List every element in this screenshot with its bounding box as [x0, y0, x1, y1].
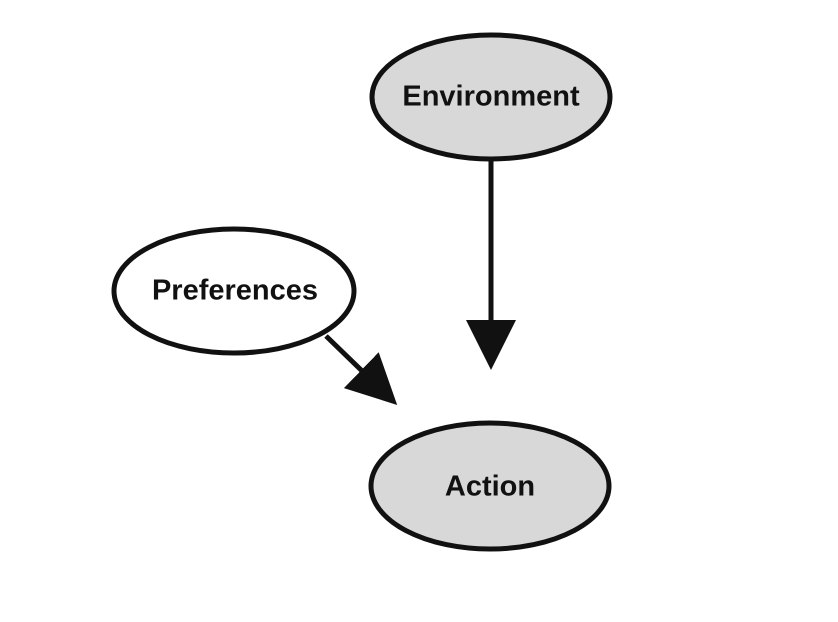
node-action-label: Action: [445, 471, 535, 503]
node-action: Action: [368, 420, 612, 552]
edge-preferences-to-action: [324, 334, 398, 405]
node-action-shape: [368, 420, 612, 552]
node-environment-label: Environment: [402, 81, 580, 113]
node-preferences: Preferences: [111, 226, 357, 356]
node-environment-shape: [369, 32, 613, 162]
node-preferences-label: Preferences: [152, 275, 318, 307]
node-preferences-shape: [111, 226, 357, 356]
node-environment: Environment: [369, 32, 613, 162]
